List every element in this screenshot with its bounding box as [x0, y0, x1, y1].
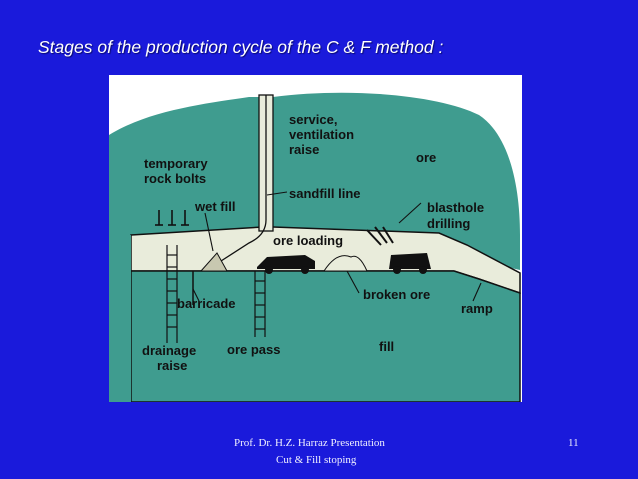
label-wet-fill: wet fill: [194, 199, 235, 214]
drainage-raise: [166, 245, 178, 343]
label-ramp: ramp: [461, 301, 493, 316]
label-ore: ore: [416, 150, 436, 165]
page-number: 11: [568, 437, 579, 449]
sandfill-pipe: [220, 95, 267, 262]
label-broken-ore: broken ore: [363, 287, 430, 302]
label-raise-bottom: raise: [157, 358, 187, 373]
loader-vehicle: [257, 255, 315, 274]
slide-title: Stages of the production cycle of the C …: [38, 37, 444, 57]
label-raise-top: raise: [289, 142, 319, 157]
ore-pass: [254, 271, 266, 337]
cut-and-fill-diagram: service, ventilation raise ore temporary…: [109, 75, 522, 402]
footer-presenter: Prof. Dr. H.Z. Harraz Presentation: [234, 437, 385, 449]
label-barricade: barricade: [177, 296, 236, 311]
diagram-svg: service, ventilation raise ore temporary…: [109, 92, 521, 402]
label-drilling: drilling: [427, 216, 470, 231]
fill-left-strip: [109, 235, 131, 402]
label-drainage: drainage: [142, 343, 196, 358]
footer-topic: Cut & Fill stoping: [276, 454, 357, 466]
label-ventilation: ventilation: [289, 127, 354, 142]
label-sandfill-line: sandfill line: [289, 186, 361, 201]
label-blasthole: blasthole: [427, 200, 484, 215]
label-ore-loading: ore loading: [273, 233, 343, 248]
label-rock-bolts: rock bolts: [144, 171, 206, 186]
label-temporary: temporary: [144, 156, 208, 171]
drill-jumbo: [389, 253, 431, 274]
wet-fill: [199, 252, 228, 272]
ore-body-mid: [109, 135, 263, 235]
leader-lines: [192, 191, 482, 302]
rock-bolts: [155, 210, 189, 226]
label-fill: fill: [379, 339, 394, 354]
broken-ore-pile: [323, 255, 368, 272]
drill-booms: [366, 226, 394, 246]
label-ore-pass: ore pass: [227, 342, 280, 357]
fill-area: [130, 270, 521, 402]
label-service: service,: [289, 112, 337, 127]
